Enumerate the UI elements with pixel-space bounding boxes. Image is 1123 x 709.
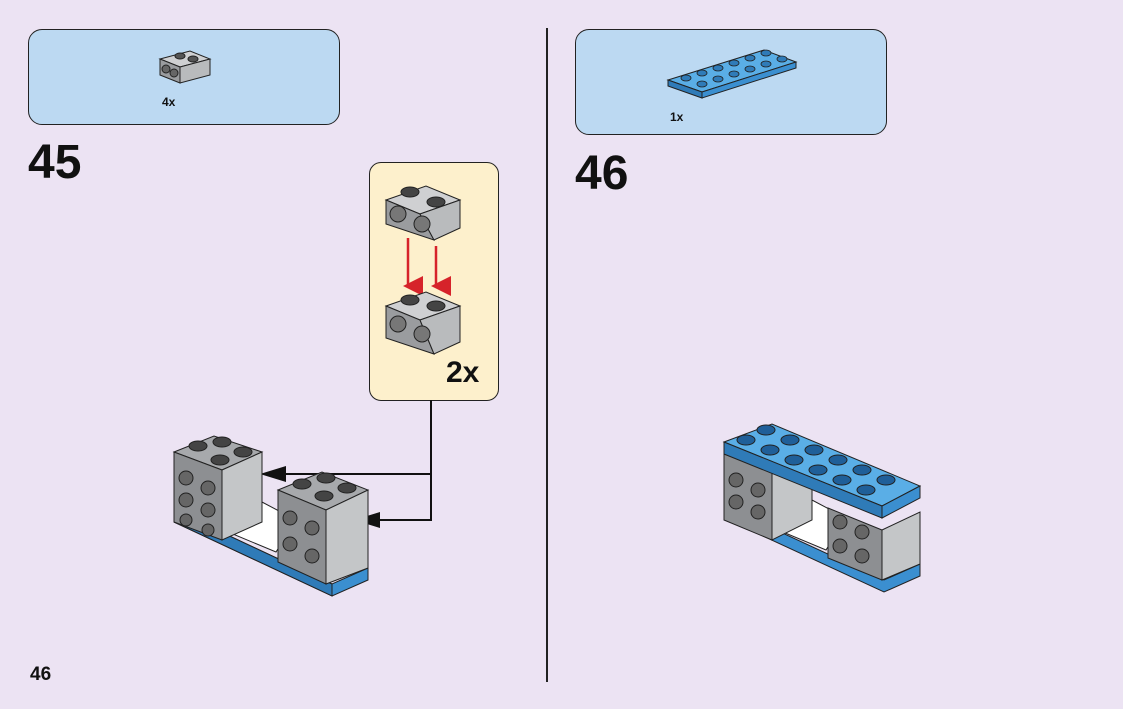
sub-assembly-quantity: 2x (446, 356, 480, 389)
parts-quantity-step-46: 1x (670, 110, 684, 124)
page-divider (546, 28, 548, 682)
page-number: 46 (30, 664, 52, 685)
parts-quantity-step-45: 4x (162, 95, 176, 109)
step-number-46: 46 (575, 147, 629, 200)
sub-bottom-brick (384, 291, 462, 355)
left-tower (172, 435, 264, 541)
right-tower (276, 471, 370, 585)
sub-top-brick (384, 185, 462, 241)
step-number-45: 45 (28, 136, 82, 189)
